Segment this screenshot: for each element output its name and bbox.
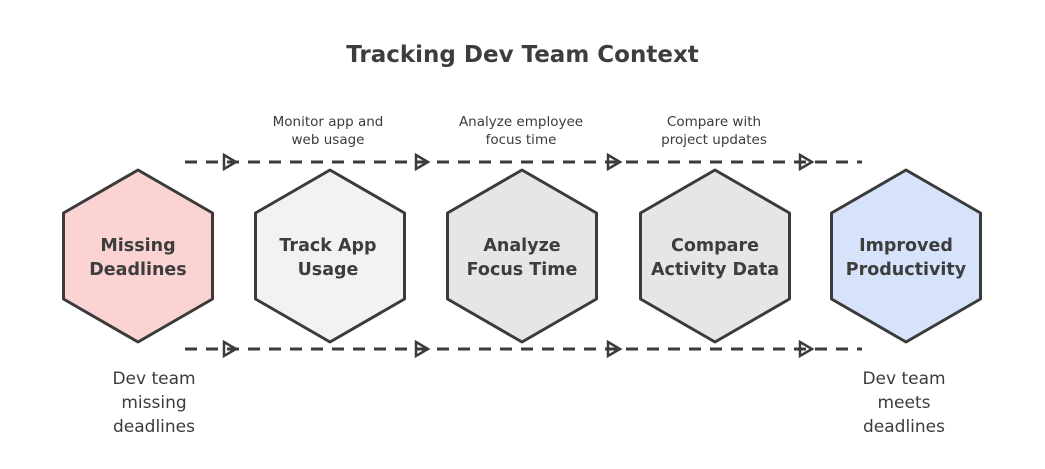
hexagon-missing-deadlines [62,168,214,344]
arrow-head-icon [606,339,623,359]
caption-start: Dev team missing deadlines [112,369,196,437]
step-label-track-app-usage: Track App Usage [279,236,377,280]
hexagon-track-app-usage [254,168,406,344]
step-label-missing-deadlines: Missing Deadlines [89,236,187,280]
step-label-compare-activity-data: Compare Activity Data [650,236,780,280]
step-label-improved-productivity: Improved Productivity [845,236,967,280]
caption-end: Dev team meets deadlines [862,369,946,437]
arrow-head-icon [414,152,431,172]
top-arrow-track [185,152,862,172]
arrow-head-icon [798,152,815,172]
bottom-arrow-track [185,339,862,359]
step-label-analyze-focus-time: Analyze Focus Time [466,236,578,280]
annotation-monitor: Monitor app and web usage [272,114,384,148]
arrow-head-icon [606,152,623,172]
arrow-head-icon [222,152,239,172]
arrow-head-icon [222,339,239,359]
hexagon-compare-activity-data [639,168,791,344]
annotation-compare: Compare with project updates [661,114,767,148]
hexagon-analyze-focus-time [446,168,598,344]
arrow-head-icon [414,339,431,359]
arrow-head-icon [798,339,815,359]
annotation-analyze: Analyze employee focus time [458,114,584,148]
diagram-title: Tracking Dev Team Context [346,42,699,68]
hexagon-improved-productivity [830,168,982,344]
